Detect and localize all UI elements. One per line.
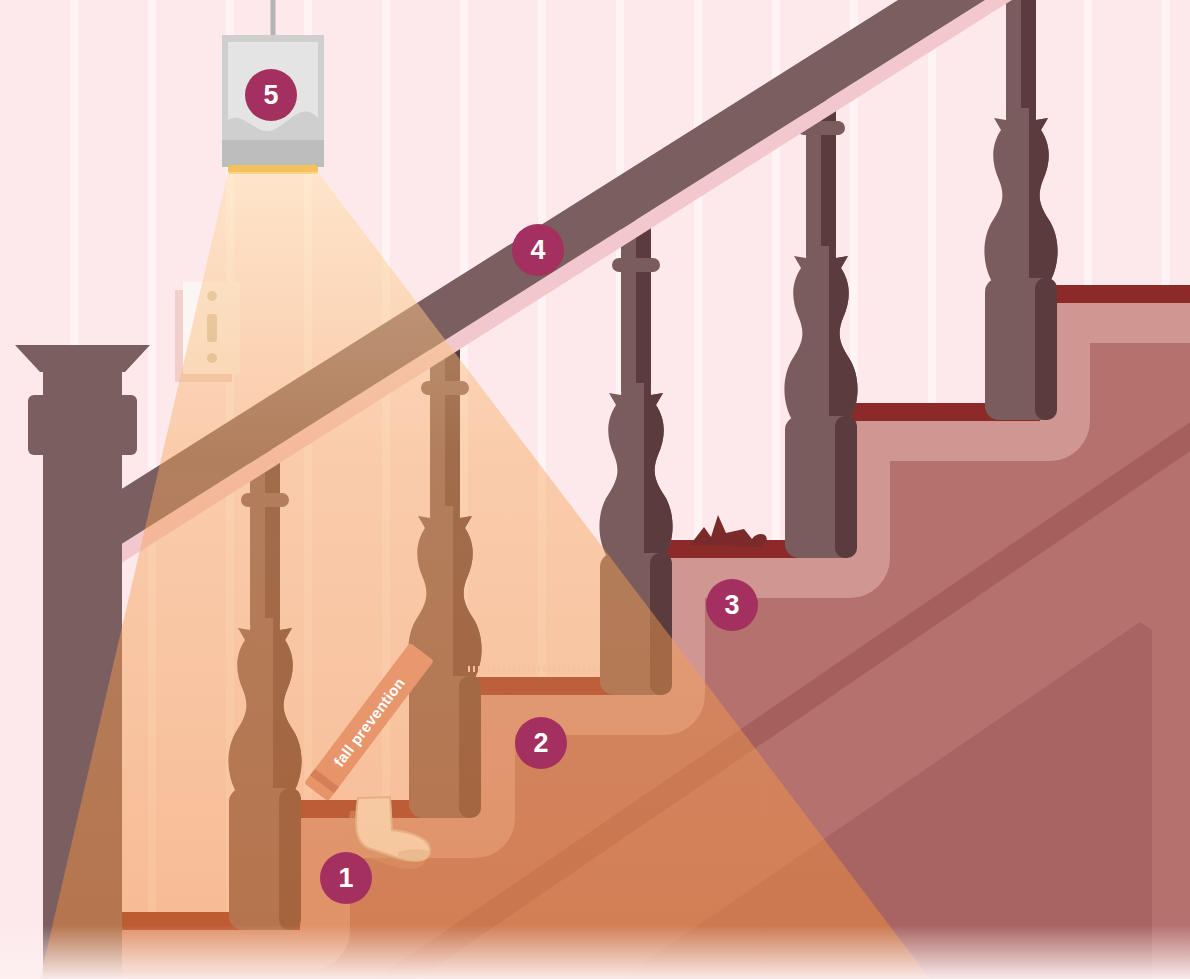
callout-number: 3 [706,579,758,631]
tape-label: fall prevention [330,674,408,770]
light-cone [40,172,930,979]
bottom-fade [0,925,1190,979]
callout-number: 2 [515,717,567,769]
callout-number: 4 [512,224,564,276]
ceiling-lamp [222,0,324,174]
callout-number: 5 [245,69,297,121]
callout-number: 1 [320,852,372,904]
